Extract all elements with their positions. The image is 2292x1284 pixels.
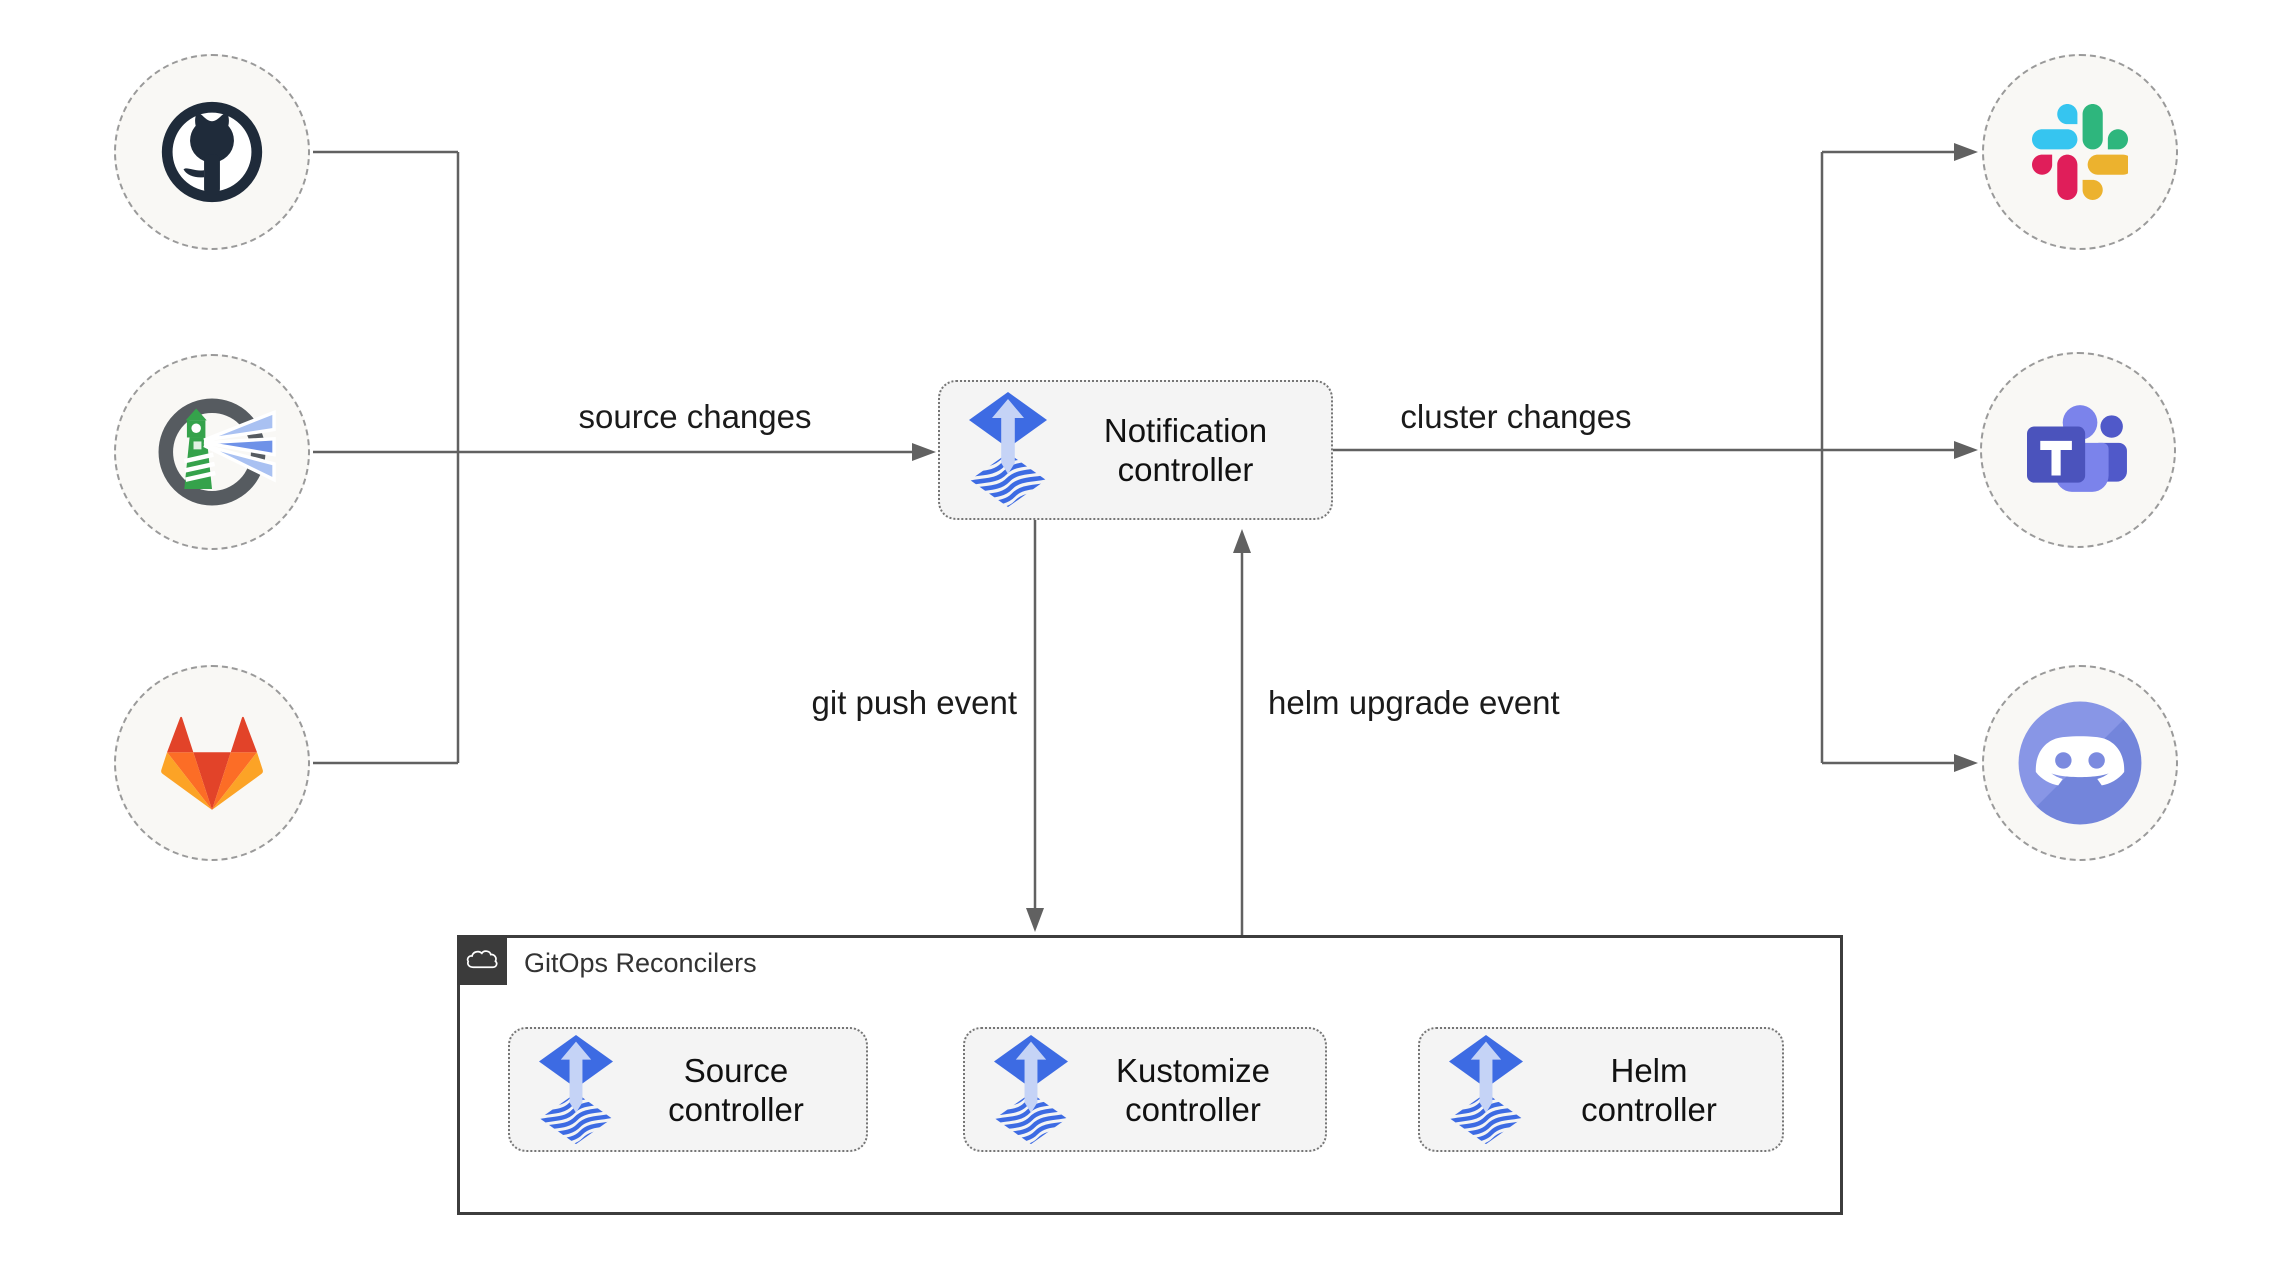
kustomize-controller-node: Kustomize controller: [963, 1027, 1327, 1152]
kustomize-controller-label: Kustomize controller: [1115, 1051, 1271, 1128]
flux-icon: [1448, 1034, 1524, 1146]
group-corner-badge: [457, 935, 507, 985]
harbor-icon: [146, 386, 278, 518]
target-node-slack: [1982, 54, 2178, 250]
edge-label-git-push-event: git push event: [811, 684, 1017, 721]
github-icon: [156, 96, 268, 208]
notification-controller-node: Notification controller: [938, 380, 1333, 520]
microsoft-teams-icon: [2027, 402, 2129, 498]
source-node-github: [114, 54, 310, 250]
cloud-icon: [465, 947, 499, 973]
edge-label-helm-upgrade-event: helm upgrade event: [1268, 684, 1560, 721]
source-node-harbor: [114, 354, 310, 550]
helm-controller-label: Helm controller: [1581, 1051, 1717, 1128]
flux-icon: [538, 1034, 614, 1146]
helm-controller-node: Helm controller: [1418, 1027, 1784, 1152]
gitlab-icon: [161, 716, 263, 810]
slack-icon: [2032, 104, 2128, 200]
source-controller-label: Source controller: [668, 1051, 804, 1128]
source-controller-node: Source controller: [508, 1027, 868, 1152]
source-node-gitlab: [114, 665, 310, 861]
flux-icon: [993, 1034, 1069, 1146]
notification-controller-label: Notification controller: [1103, 412, 1268, 488]
target-node-discord: [1982, 665, 2178, 861]
group-title: GitOps Reconcilers: [524, 948, 757, 978]
edge-label-cluster-changes: cluster changes: [1400, 398, 1632, 435]
discord-icon: [2016, 699, 2144, 827]
edge-label-source-changes: source changes: [578, 398, 812, 435]
flux-icon: [968, 390, 1048, 510]
target-node-teams: [1980, 352, 2176, 548]
